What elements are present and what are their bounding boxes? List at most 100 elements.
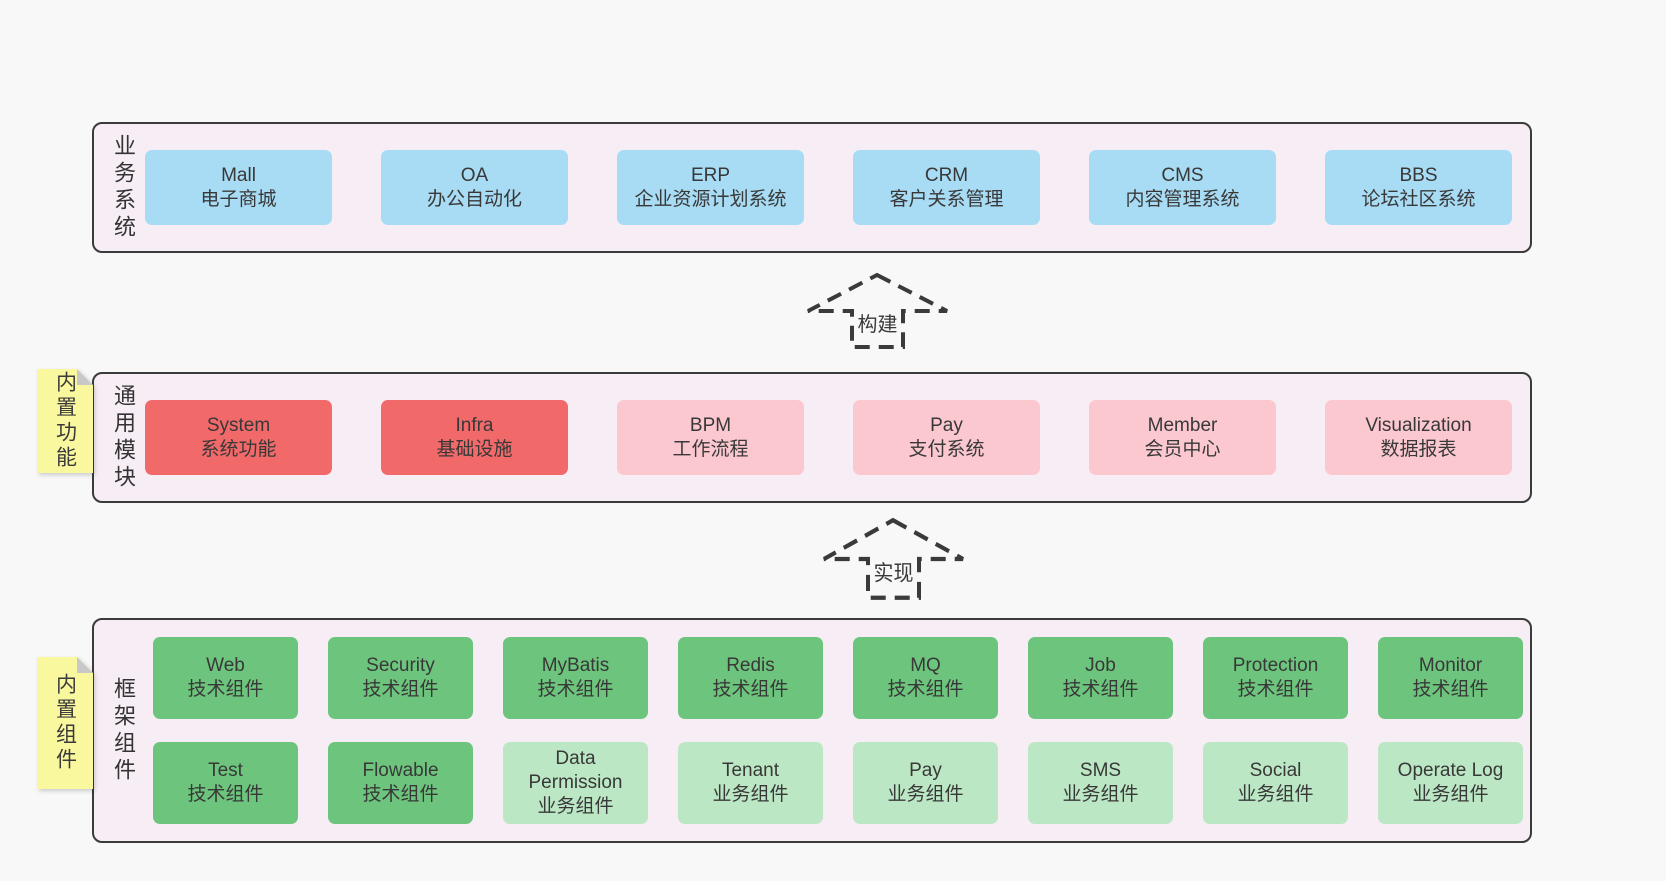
box-member: Member 会员中心 xyxy=(1089,400,1276,475)
note-fold-corner-icon xyxy=(77,657,93,673)
box-title: BBS xyxy=(1399,164,1438,186)
implement-arrow: 实现 xyxy=(823,517,964,600)
box-security: Security 技术组件 xyxy=(328,637,473,719)
box-crm: CRM 客户关系管理 xyxy=(853,150,1040,225)
box-infra: Infra 基础设施 xyxy=(381,400,568,475)
note-fold-corner-icon xyxy=(77,369,93,385)
box-subtitle: 技术组件 xyxy=(187,679,264,700)
box-data-permission: Data Permission 业务组件 xyxy=(503,742,648,824)
box-subtitle: 技术组件 xyxy=(712,679,789,700)
box-title: Member xyxy=(1147,414,1218,436)
box-pay-module: Pay 支付系统 xyxy=(853,400,1040,475)
box-monitor: Monitor 技术组件 xyxy=(1378,637,1523,719)
box-title: Job xyxy=(1085,655,1116,676)
box-title: Infra xyxy=(455,414,494,436)
box-title: Pay xyxy=(930,414,963,436)
implement-arrow-label: 实现 xyxy=(874,562,914,586)
box-social: Social 业务组件 xyxy=(1203,742,1348,824)
box-subtitle: 会员中心 xyxy=(1144,438,1221,460)
arrow-outline xyxy=(807,272,948,349)
box-title: Tenant xyxy=(721,760,780,781)
box-title: Web xyxy=(206,655,245,676)
box-job: Job 技术组件 xyxy=(1028,637,1173,719)
box-title: MyBatis xyxy=(541,655,610,676)
box-title: BPM xyxy=(689,414,732,436)
box-flowable: Flowable 技术组件 xyxy=(328,742,473,824)
box-system: System 系统功能 xyxy=(145,400,332,475)
box-subtitle: 内容管理系统 xyxy=(1125,188,1240,210)
box-title: Flowable xyxy=(362,760,439,781)
box-subtitle: 技术组件 xyxy=(1237,679,1314,700)
common-modules-band: 通用模块 System 系统功能 Infra 基础设施 BPM 工作流程 Pay… xyxy=(92,372,1532,503)
box-title: ERP xyxy=(690,164,731,186)
box-subtitle: 数据报表 xyxy=(1380,438,1457,460)
arrow-label-backdrop xyxy=(870,560,917,585)
box-subtitle: 业务组件 xyxy=(537,796,614,817)
box-bpm: BPM 工作流程 xyxy=(617,400,804,475)
box-title: Visualization xyxy=(1365,414,1472,436)
build-arrow: 构建 xyxy=(807,272,948,349)
box-web: Web 技术组件 xyxy=(153,637,298,719)
box-title: MQ xyxy=(910,655,941,676)
box-subtitle: 技术组件 xyxy=(1412,679,1489,700)
business-systems-band: 业务系统 Mall 电子商城 OA 办公自动化 ERP 企业资源计划系统 CRM… xyxy=(92,122,1532,253)
box-sms: SMS 业务组件 xyxy=(1028,742,1173,824)
box-subtitle: 办公自动化 xyxy=(426,188,522,210)
box-subtitle: 技术组件 xyxy=(362,679,439,700)
box-title: Security xyxy=(366,655,435,676)
box-title: OA xyxy=(460,164,489,186)
box-title: CMS xyxy=(1161,164,1204,186)
box-title: Data Permission xyxy=(528,748,623,793)
box-bbs: BBS 论坛社区系统 xyxy=(1325,150,1512,225)
framework-components-grid: Web 技术组件 Security 技术组件 MyBatis 技术组件 Redi… xyxy=(153,637,1523,824)
box-subtitle: 支付系统 xyxy=(908,438,985,460)
box-subtitle: 论坛社区系统 xyxy=(1361,188,1476,210)
common-modules-row: System 系统功能 Infra 基础设施 BPM 工作流程 Pay 支付系统… xyxy=(145,400,1512,475)
box-subtitle: 工作流程 xyxy=(672,438,749,460)
box-subtitle: 技术组件 xyxy=(187,784,264,805)
box-protection: Protection 技术组件 xyxy=(1203,637,1348,719)
arrow-label-backdrop xyxy=(854,312,901,335)
box-title: Protection xyxy=(1232,655,1319,676)
band-label-framework-components: 框架组件 xyxy=(111,676,136,785)
business-systems-row: Mall 电子商城 OA 办公自动化 ERP 企业资源计划系统 CRM 客户关系… xyxy=(145,150,1512,225)
box-subtitle: 技术组件 xyxy=(1062,679,1139,700)
box-subtitle: 企业资源计划系统 xyxy=(634,188,787,210)
box-subtitle: 系统功能 xyxy=(200,438,277,460)
box-operate-log: Operate Log 业务组件 xyxy=(1378,742,1523,824)
box-subtitle: 客户关系管理 xyxy=(889,188,1004,210)
box-subtitle: 技术组件 xyxy=(887,679,964,700)
box-tenant: Tenant 业务组件 xyxy=(678,742,823,824)
box-title: System xyxy=(206,414,271,436)
box-redis: Redis 技术组件 xyxy=(678,637,823,719)
box-mq: MQ 技术组件 xyxy=(853,637,998,719)
box-mybatis: MyBatis 技术组件 xyxy=(503,637,648,719)
box-subtitle: 技术组件 xyxy=(537,679,614,700)
box-title: Operate Log xyxy=(1397,760,1504,781)
box-title: Test xyxy=(208,760,243,781)
box-mall: Mall 电子商城 xyxy=(145,150,332,225)
box-title: Monitor xyxy=(1418,655,1483,676)
box-visualization: Visualization 数据报表 xyxy=(1325,400,1512,475)
arrow-outline xyxy=(823,517,964,600)
box-subtitle: 技术组件 xyxy=(362,784,439,805)
box-cms: CMS 内容管理系统 xyxy=(1089,150,1276,225)
builtin-components-note: 内置组件 xyxy=(37,657,93,789)
box-title: Social xyxy=(1249,760,1302,781)
box-subtitle: 业务组件 xyxy=(1062,784,1139,805)
box-erp: ERP 企业资源计划系统 xyxy=(617,150,804,225)
band-label-business-systems: 业务系统 xyxy=(111,133,136,242)
box-oa: OA 办公自动化 xyxy=(381,150,568,225)
box-subtitle: 基础设施 xyxy=(436,438,513,460)
box-subtitle: 业务组件 xyxy=(1237,784,1314,805)
box-subtitle: 业务组件 xyxy=(887,784,964,805)
box-title: SMS xyxy=(1079,760,1122,781)
box-subtitle: 业务组件 xyxy=(1412,784,1489,805)
builtin-features-note-label: 内置功能 xyxy=(53,371,77,471)
box-subtitle: 业务组件 xyxy=(712,784,789,805)
box-test: Test 技术组件 xyxy=(153,742,298,824)
builtin-components-note-label: 内置组件 xyxy=(53,673,77,773)
box-title: Redis xyxy=(726,655,775,676)
box-title: Pay xyxy=(909,760,942,781)
